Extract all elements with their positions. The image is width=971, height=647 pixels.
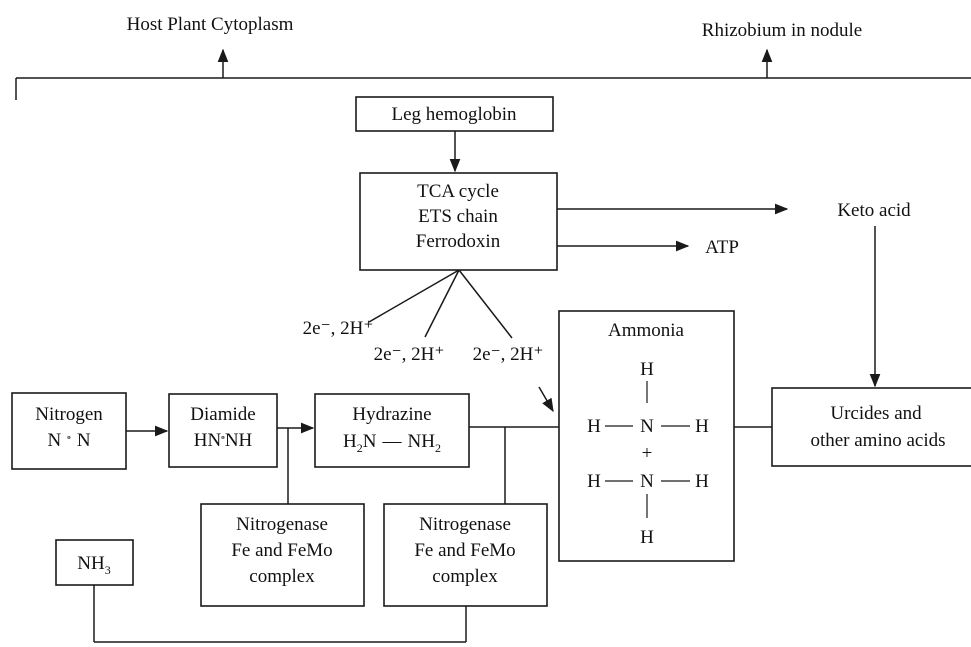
ammonia-h-left-2: H — [587, 471, 601, 492]
electron-input-label-1: 2e⁻, 2H⁺ — [303, 318, 374, 339]
ureides-line1: Urcides and — [830, 403, 922, 424]
nh3-feedback-line — [93, 585, 467, 643]
ammonia-h-bottom: H — [640, 527, 654, 548]
hydrazine-box: Hydrazine H2N—NH2 — [314, 393, 470, 468]
respiration-box: TCA cycle ETS chain Ferrodoxin — [359, 172, 558, 271]
electron-input-label-3: 2e⁻, 2H⁺ — [473, 344, 544, 365]
nitrogenase-2-line2: Fe and FeMo — [414, 540, 515, 561]
diamide-box: Diamide HNºNH — [168, 393, 278, 468]
hydrazine-formula: H2N—NH2 — [343, 431, 441, 455]
ammonia-plus: + — [642, 443, 653, 464]
tca-cycle-label: TCA cycle — [417, 181, 499, 202]
ammonia-h-top: H — [640, 359, 654, 380]
electron-branches — [368, 269, 513, 339]
diamide-formula: HNºNH — [194, 430, 253, 451]
ammonia-n-1: N — [640, 416, 654, 437]
ammonia-n-2: N — [640, 471, 654, 492]
ureides-box: Urcides and other amino acids — [771, 387, 971, 467]
diamide-label: Diamide — [190, 404, 255, 425]
leg-hemoglobin-label: Leg hemoglobin — [391, 104, 517, 125]
nitrogenase-box-1: Nitrogenase Fe and FeMo complex — [200, 503, 365, 607]
nh3-box: NH3 — [55, 539, 134, 586]
nitrogenase-box-2: Nitrogenase Fe and FeMo complex — [383, 503, 548, 607]
nitrogenase-1-line1: Nitrogenase — [236, 514, 328, 535]
nitrogen-label: Nitrogen — [35, 404, 103, 425]
nitrogenase-2-line1: Nitrogenase — [419, 514, 511, 535]
ammonia-title: Ammonia — [608, 320, 685, 341]
keto-acid-label: Keto acid — [837, 200, 911, 221]
hydrazine-label: Hydrazine — [352, 404, 431, 425]
atp-label: ATP — [705, 237, 739, 258]
rhizobium-in-nodule-label: Rhizobium in nodule — [702, 20, 862, 41]
ammonia-h-right-1: H — [695, 416, 709, 437]
ferrodoxin-label: Ferrodoxin — [416, 231, 501, 252]
ets-chain-label: ETS chain — [418, 206, 498, 227]
header-bracket — [15, 48, 971, 100]
ureides-line2: other amino acids — [810, 430, 945, 451]
nitrogenase-2-line3: complex — [432, 566, 498, 587]
host-plant-cytoplasm-label: Host Plant Cytoplasm — [127, 14, 294, 35]
nh3-label: NH3 — [77, 553, 110, 577]
electron-to-ammonia-arrow — [538, 386, 554, 413]
leg-hemoglobin-box: Leg hemoglobin — [355, 96, 554, 132]
nitrogenase-1-line2: Fe and FeMo — [231, 540, 332, 561]
ammonia-h-right-2: H — [695, 471, 709, 492]
electron-input-label-2: 2e⁻, 2H⁺ — [374, 344, 445, 365]
nitrogenase-1-line3: complex — [249, 566, 315, 587]
ammonia-h-left-1: H — [587, 416, 601, 437]
ammonia-box: Ammonia H H N H + H N H H — [558, 310, 735, 562]
